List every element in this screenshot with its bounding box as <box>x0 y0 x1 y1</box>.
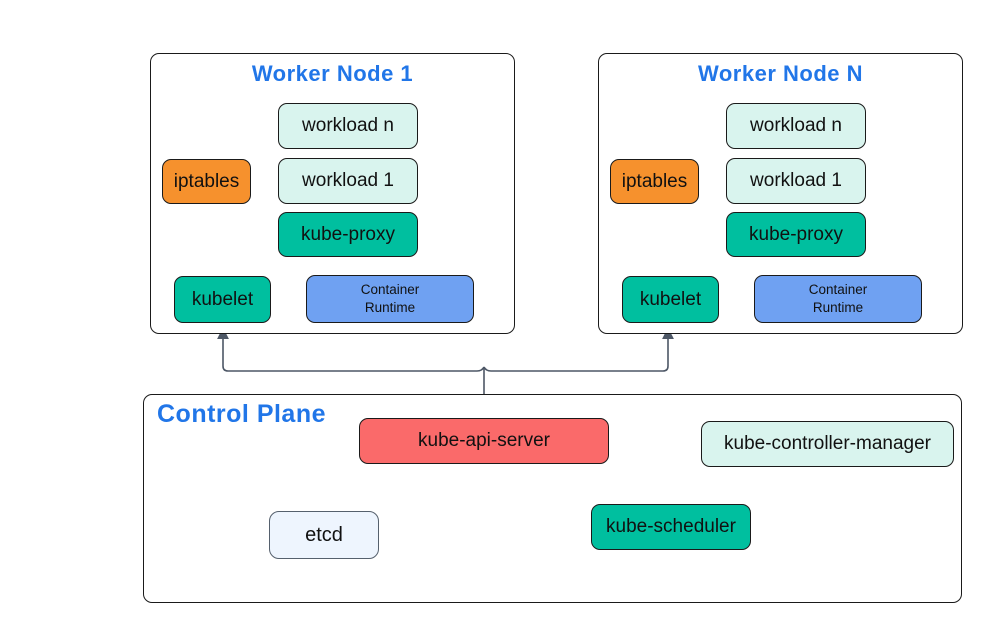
node-iptables-2: iptables <box>610 159 699 204</box>
control-plane-title: Control Plane <box>157 400 327 428</box>
node-label: workload n <box>750 115 842 136</box>
arrow-api-server-to-kubelet-1 <box>217 327 485 372</box>
node-label: workload n <box>302 115 394 136</box>
node-workload-n-1: workload n <box>278 103 418 149</box>
node-label: kube-scheduler <box>606 516 736 537</box>
worker-node-n-group: Worker Node N workload n workload 1 kube… <box>598 53 963 334</box>
node-label: Container Runtime <box>360 282 420 315</box>
control-plane-group: Control Plane kube-api-server kube-contr… <box>143 394 962 603</box>
node-label: iptables <box>173 170 240 192</box>
node-etcd-callout: etcd <box>269 511 379 559</box>
node-label: kube-controller-manager <box>724 433 931 454</box>
node-label: Container Runtime <box>808 282 868 315</box>
node-iptables-1: iptables <box>162 159 251 204</box>
node-kube-scheduler: kube-scheduler <box>591 504 751 550</box>
node-kubelet-2: kubelet <box>622 276 719 323</box>
node-kube-api-server: kube-api-server <box>359 418 609 464</box>
node-label: etcd <box>305 523 343 546</box>
worker-node-1-group: Worker Node 1 workload n workload 1 kube… <box>150 53 515 334</box>
node-label: kube-proxy <box>301 223 395 245</box>
node-kube-proxy-1: kube-proxy <box>278 212 418 257</box>
node-label: kubelet <box>191 288 254 310</box>
node-kubelet-1: kubelet <box>174 276 271 323</box>
node-container-runtime-2: Container Runtime <box>754 275 922 323</box>
node-workload-1-2: workload 1 <box>726 158 866 204</box>
arrow-api-server-to-kubelet-2 <box>483 327 674 372</box>
node-kube-controller-manager: kube-controller-manager <box>701 421 954 467</box>
worker-node-1-title: Worker Node 1 <box>251 61 414 86</box>
node-label: kubelet <box>639 288 702 310</box>
node-label: workload 1 <box>750 170 842 191</box>
node-container-runtime-1: Container Runtime <box>306 275 474 323</box>
node-workload-1-1: workload 1 <box>278 158 418 204</box>
node-label: kube-api-server <box>418 430 550 451</box>
node-workload-n-2: workload n <box>726 103 866 149</box>
node-label: workload 1 <box>302 170 394 191</box>
node-kube-proxy-2: kube-proxy <box>726 212 866 257</box>
worker-node-n-title: Worker Node N <box>697 61 863 86</box>
node-label: kube-proxy <box>749 223 843 245</box>
node-label: iptables <box>621 170 688 192</box>
